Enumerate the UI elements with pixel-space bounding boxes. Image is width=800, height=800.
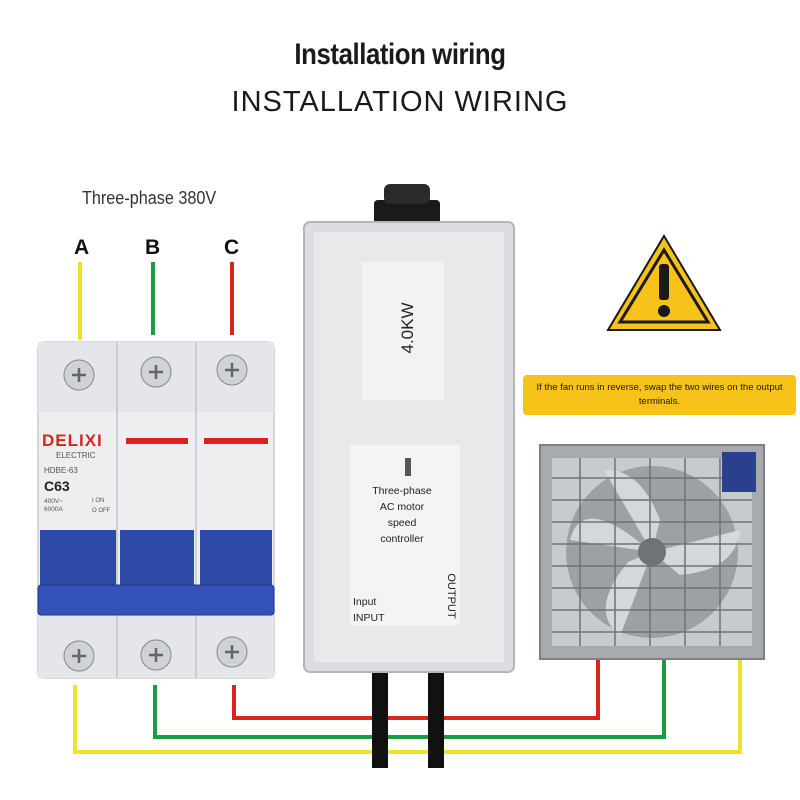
circuit-breaker — [37, 341, 275, 679]
controller-name-line: AC motor — [379, 501, 425, 513]
wire-output-c — [232, 655, 600, 720]
breaker-on-label: I ON — [92, 498, 105, 504]
input-label: Input INPUT — [353, 594, 385, 626]
controller-name-line: controller — [380, 533, 424, 545]
wire-output-a — [73, 655, 742, 754]
speed-controller — [303, 184, 515, 673]
breaker-off-label: O OFF — [92, 508, 111, 514]
phase-label-a: A — [74, 236, 90, 259]
breaker-brand: DELIXI — [42, 431, 103, 450]
breaker-rating: C63 — [44, 478, 70, 494]
supply-label: Three-phase 380V — [82, 188, 217, 208]
input-label-line: INPUT — [353, 612, 385, 624]
exhaust-fan — [539, 444, 765, 660]
phase-label-c: C — [224, 236, 240, 259]
controller-name: Three-phase AC motor speed controller — [365, 483, 439, 547]
fan-hub-icon — [638, 538, 666, 566]
input-cable — [372, 668, 388, 768]
controller-name-line: Three-phase — [372, 485, 432, 497]
phase-label-b: B — [145, 236, 161, 259]
breaker-toggle-bar — [37, 584, 275, 616]
breaker-brand-sub: ELECTRIC — [56, 451, 96, 460]
wire-output-b — [153, 655, 666, 739]
warning-triangle-icon — [606, 234, 722, 331]
output-label: OUTPUT — [445, 573, 457, 619]
controller-rating: 4.0KW — [398, 302, 417, 354]
page-title: Installation wiring — [294, 38, 506, 71]
controller-name-line: speed — [387, 517, 417, 529]
input-label-line: Input — [353, 596, 377, 608]
breaker-model: HDBE-63 — [44, 466, 78, 475]
breaker-spec-2: 6000A — [44, 506, 63, 513]
page-subtitle: INSTALLATION WIRING — [231, 86, 569, 118]
output-cable — [428, 668, 444, 768]
breaker-spec-1: 400V~ — [44, 498, 63, 505]
warning-note: If the fan runs in reverse, swap the two… — [523, 375, 796, 415]
